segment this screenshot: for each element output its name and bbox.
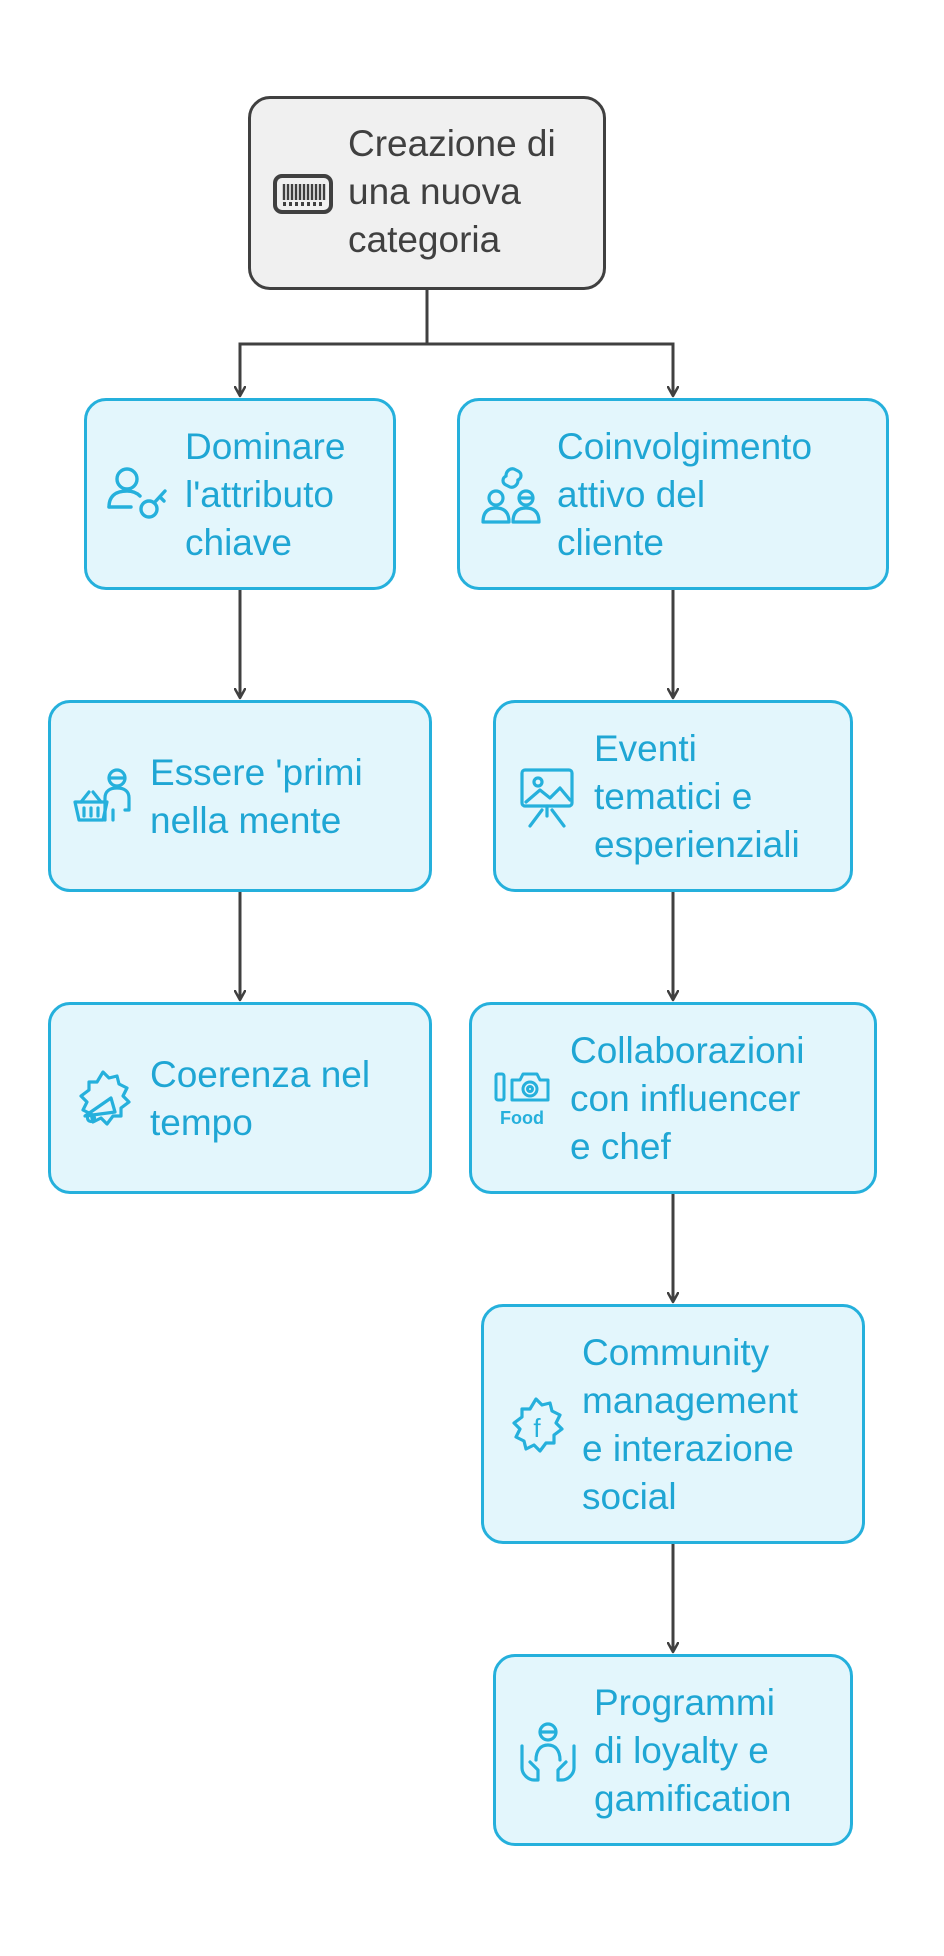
user-key-icon xyxy=(107,467,167,519)
node-dominare-attributo: Dominare l'attributo chiave xyxy=(84,398,396,590)
connector-root-to-left xyxy=(240,290,429,396)
f-badge-text: f xyxy=(533,1413,541,1443)
food-camera-icon: Food xyxy=(494,1072,550,1128)
node-community: f Community management e interazione soc… xyxy=(481,1304,865,1544)
node-essere-primi-label: Essere 'primi nella mente xyxy=(150,752,363,841)
node-eventi-label: Eventi tematici e esperienziali xyxy=(594,728,800,865)
node-collaborazioni: Food Collaborazioni con influencer e che… xyxy=(469,1002,877,1194)
node-dominare-attributo-label: Dominare l'attributo chiave xyxy=(185,426,346,563)
node-essere-primi: Essere 'primi nella mente xyxy=(48,700,432,892)
presentation-easel-icon xyxy=(520,768,574,828)
node-collaborazioni-label: Collaborazioni con influencer e chef xyxy=(570,1030,805,1167)
node-root: Creazione di una nuova categoria xyxy=(248,96,606,290)
node-programmi-label: Programmi di loyalty e gamification xyxy=(594,1682,792,1819)
node-coerenza: Coerenza nel tempo xyxy=(48,1002,432,1194)
barcode-icon xyxy=(273,174,333,214)
node-community-label: Community management e interazione socia… xyxy=(582,1332,798,1517)
food-badge-text: Food xyxy=(500,1108,544,1128)
megaphone-badge-icon xyxy=(79,1070,131,1126)
facebook-badge-icon: f xyxy=(512,1397,564,1453)
group-link-icon xyxy=(481,467,541,524)
shopper-basket-icon xyxy=(73,768,131,822)
node-root-label: Creazione di una nuova categoria xyxy=(348,123,556,260)
hands-person-icon xyxy=(520,1722,576,1782)
connector-root-to-right xyxy=(425,290,673,396)
node-programmi: Programmi di loyalty e gamification xyxy=(493,1654,853,1846)
node-coinvolgimento: Coinvolgimento attivo del cliente xyxy=(457,398,889,590)
node-coerenza-label: Coerenza nel tempo xyxy=(150,1054,371,1143)
node-eventi: Eventi tematici e esperienziali xyxy=(493,700,853,892)
node-coinvolgimento-label: Coinvolgimento attivo del cliente xyxy=(557,426,813,563)
